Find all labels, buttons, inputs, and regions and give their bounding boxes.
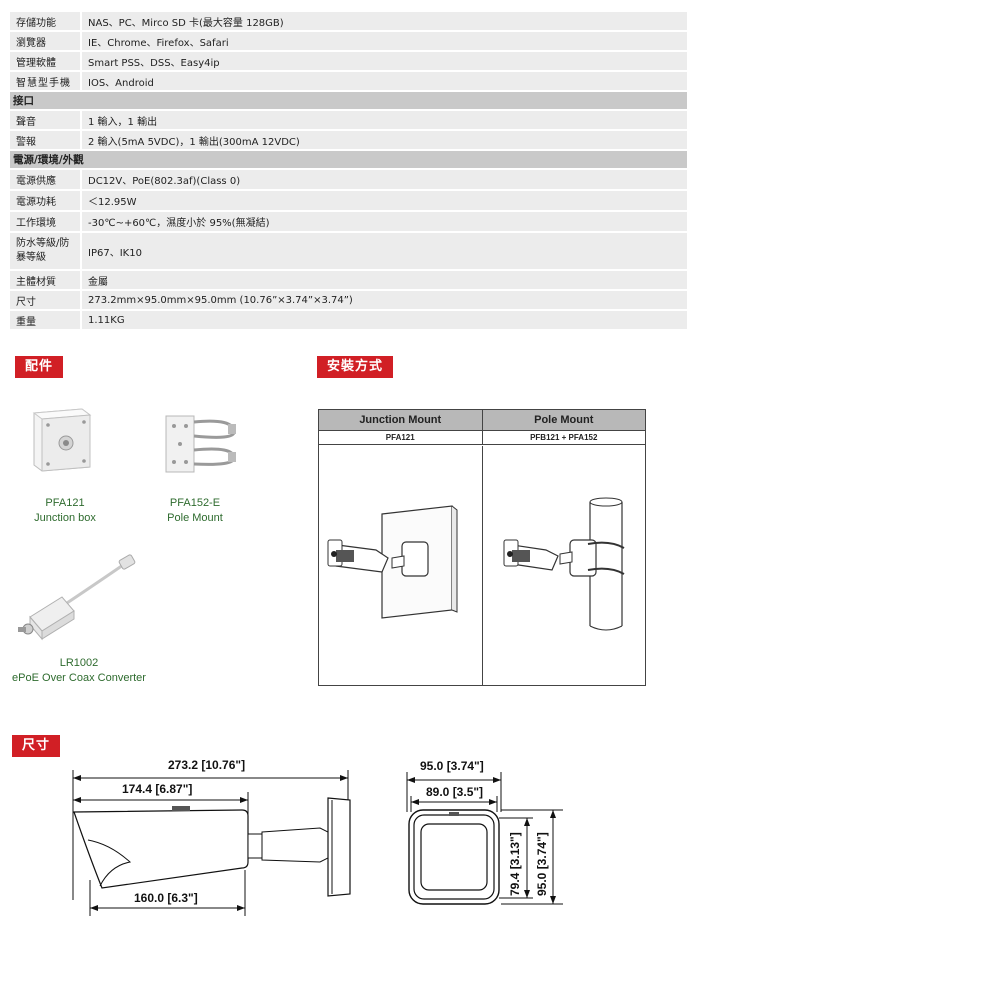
spec-row: 警報 2 輸入(5mA 5VDC)，1 輸出(300mA 12VDC): [10, 131, 687, 151]
spec-key: 聲音: [10, 111, 82, 129]
column-header: Pole Mount: [534, 414, 594, 426]
spec-key: 主體材質: [10, 271, 82, 289]
installation-table-header: Junction Mount Pole Mount: [319, 410, 645, 431]
overall-length-label: 273.2 [10.76"]: [168, 758, 246, 772]
inner-width-label: 89.0 [3.5"]: [426, 785, 484, 799]
spec-value: 273.2mm×95.0mm×95.0mm (10.76”×3.74”×3.74…: [88, 294, 353, 306]
dimensions-heading: 尺寸: [12, 735, 61, 757]
spec-row: 重量 1.11KG: [10, 311, 687, 331]
pole-mount-image: [165, 415, 236, 473]
spec-row: 防水等級/防暴等級 IP67、IK10: [10, 233, 687, 271]
spec-key: 瀏覽器: [10, 32, 82, 50]
installation-table-body: [319, 446, 645, 685]
installation-table: Junction Mount Pole Mount PFA121 PFB121 …: [318, 409, 646, 686]
lower-length-label: 160.0 [6.3"]: [134, 891, 198, 905]
spec-value: 金屬: [88, 276, 108, 288]
spec-key: 智慧型手機: [10, 72, 82, 90]
spec-value: Smart PSS、DSS、Easy4ip: [88, 57, 220, 69]
spec-value: IP67、IK10: [88, 247, 142, 259]
spec-row: 聲音 1 輸入，1 輸出: [10, 111, 687, 131]
body-length-label: 174.4 [6.87"]: [122, 782, 193, 796]
spec-key: 工作環境: [10, 212, 82, 231]
spec-value: NAS、PC、Mirco SD 卡(最大容量 128GB): [88, 17, 284, 29]
pole-mount-illustration: [503, 497, 625, 631]
accessory-name: ePoE Over Coax Converter: [12, 672, 146, 684]
spec-value: IE、Chrome、Firefox、Safari: [88, 37, 229, 49]
spec-table: 存儲功能 NAS、PC、Mirco SD 卡(最大容量 128GB) 瀏覽器 I…: [10, 12, 687, 331]
accessory-model: LR1002: [59, 657, 99, 669]
spec-row: 電源功耗 ＜12.95W: [10, 191, 687, 212]
accessory-name: Junction box: [34, 512, 96, 524]
spec-row: 電源供應 DC12V、PoE(802.3af)(Class 0): [10, 170, 687, 191]
spec-key: 警報: [10, 131, 82, 149]
installation-heading: 安裝方式: [317, 356, 394, 378]
spec-row: 主體材質 金屬: [10, 271, 687, 291]
accessory-caption: LR1002 ePoE Over Coax Converter: [4, 656, 154, 686]
spec-key: 電源功耗: [10, 191, 82, 210]
spec-row: 工作環境 -30℃~+60℃，濕度小於 95%(無凝結): [10, 212, 687, 233]
inner-height-label: 79.4 [3.13"]: [508, 832, 522, 896]
column-model: PFB121 + PFA152: [530, 433, 598, 442]
spec-key: 重量: [10, 311, 82, 329]
front-height-label: 95.0 [3.74"]: [535, 832, 549, 896]
spec-row: 尺寸 273.2mm×95.0mm×95.0mm (10.76”×3.74”×3…: [10, 291, 687, 311]
spec-section-header: 接口: [10, 92, 687, 111]
spec-row: 智慧型手機 IOS、Android: [10, 72, 687, 92]
spec-row: 存儲功能 NAS、PC、Mirco SD 卡(最大容量 128GB): [10, 12, 687, 32]
spec-row: 管理軟體 Smart PSS、DSS、Easy4ip: [10, 52, 687, 72]
column-header: Junction Mount: [319, 410, 483, 430]
accessory-caption: PFA152-E Pole Mount: [140, 496, 250, 526]
poe-converter-image: [18, 554, 136, 641]
junction-box-image: [32, 408, 92, 472]
spec-value: -30℃~+60℃，濕度小於 95%(無凝結): [88, 218, 270, 229]
installation-table-subheader: PFA121 PFB121 + PFA152: [319, 431, 645, 445]
spec-row: 瀏覽器 IE、Chrome、Firefox、Safari: [10, 32, 687, 52]
accessories-heading: 配件: [15, 356, 64, 378]
front-width-label: 95.0 [3.74"]: [420, 759, 484, 773]
accessory-name: Pole Mount: [167, 512, 223, 524]
spec-key: 電源供應: [10, 170, 82, 189]
spec-value: DC12V、PoE(802.3af)(Class 0): [88, 176, 241, 187]
front-view-drawing: [406, 772, 563, 905]
spec-key: 存儲功能: [10, 12, 82, 30]
spec-value: ＜12.95W: [88, 197, 137, 208]
spec-value: IOS、Android: [88, 77, 154, 89]
junction-mount-illustration: [327, 505, 458, 619]
spec-value: 1 輸入，1 輸出: [88, 116, 158, 128]
spec-key: 尺寸: [10, 291, 82, 309]
column-model: PFA121: [319, 431, 483, 444]
accessory-model: PFA152-E: [169, 497, 221, 509]
spec-value: 2 輸入(5mA 5VDC)，1 輸出(300mA 12VDC): [88, 136, 300, 148]
spec-key: 管理軟體: [10, 52, 82, 70]
spec-value: 1.11KG: [88, 314, 125, 326]
column-divider: [482, 446, 483, 685]
spec-key: 防水等級/防暴等級: [10, 233, 82, 269]
accessory-caption: PFA121 Junction box: [10, 496, 120, 526]
side-view-drawing: [72, 770, 351, 916]
spec-section-header: 電源/環境/外觀: [10, 151, 687, 170]
accessory-model: PFA121: [45, 497, 85, 509]
